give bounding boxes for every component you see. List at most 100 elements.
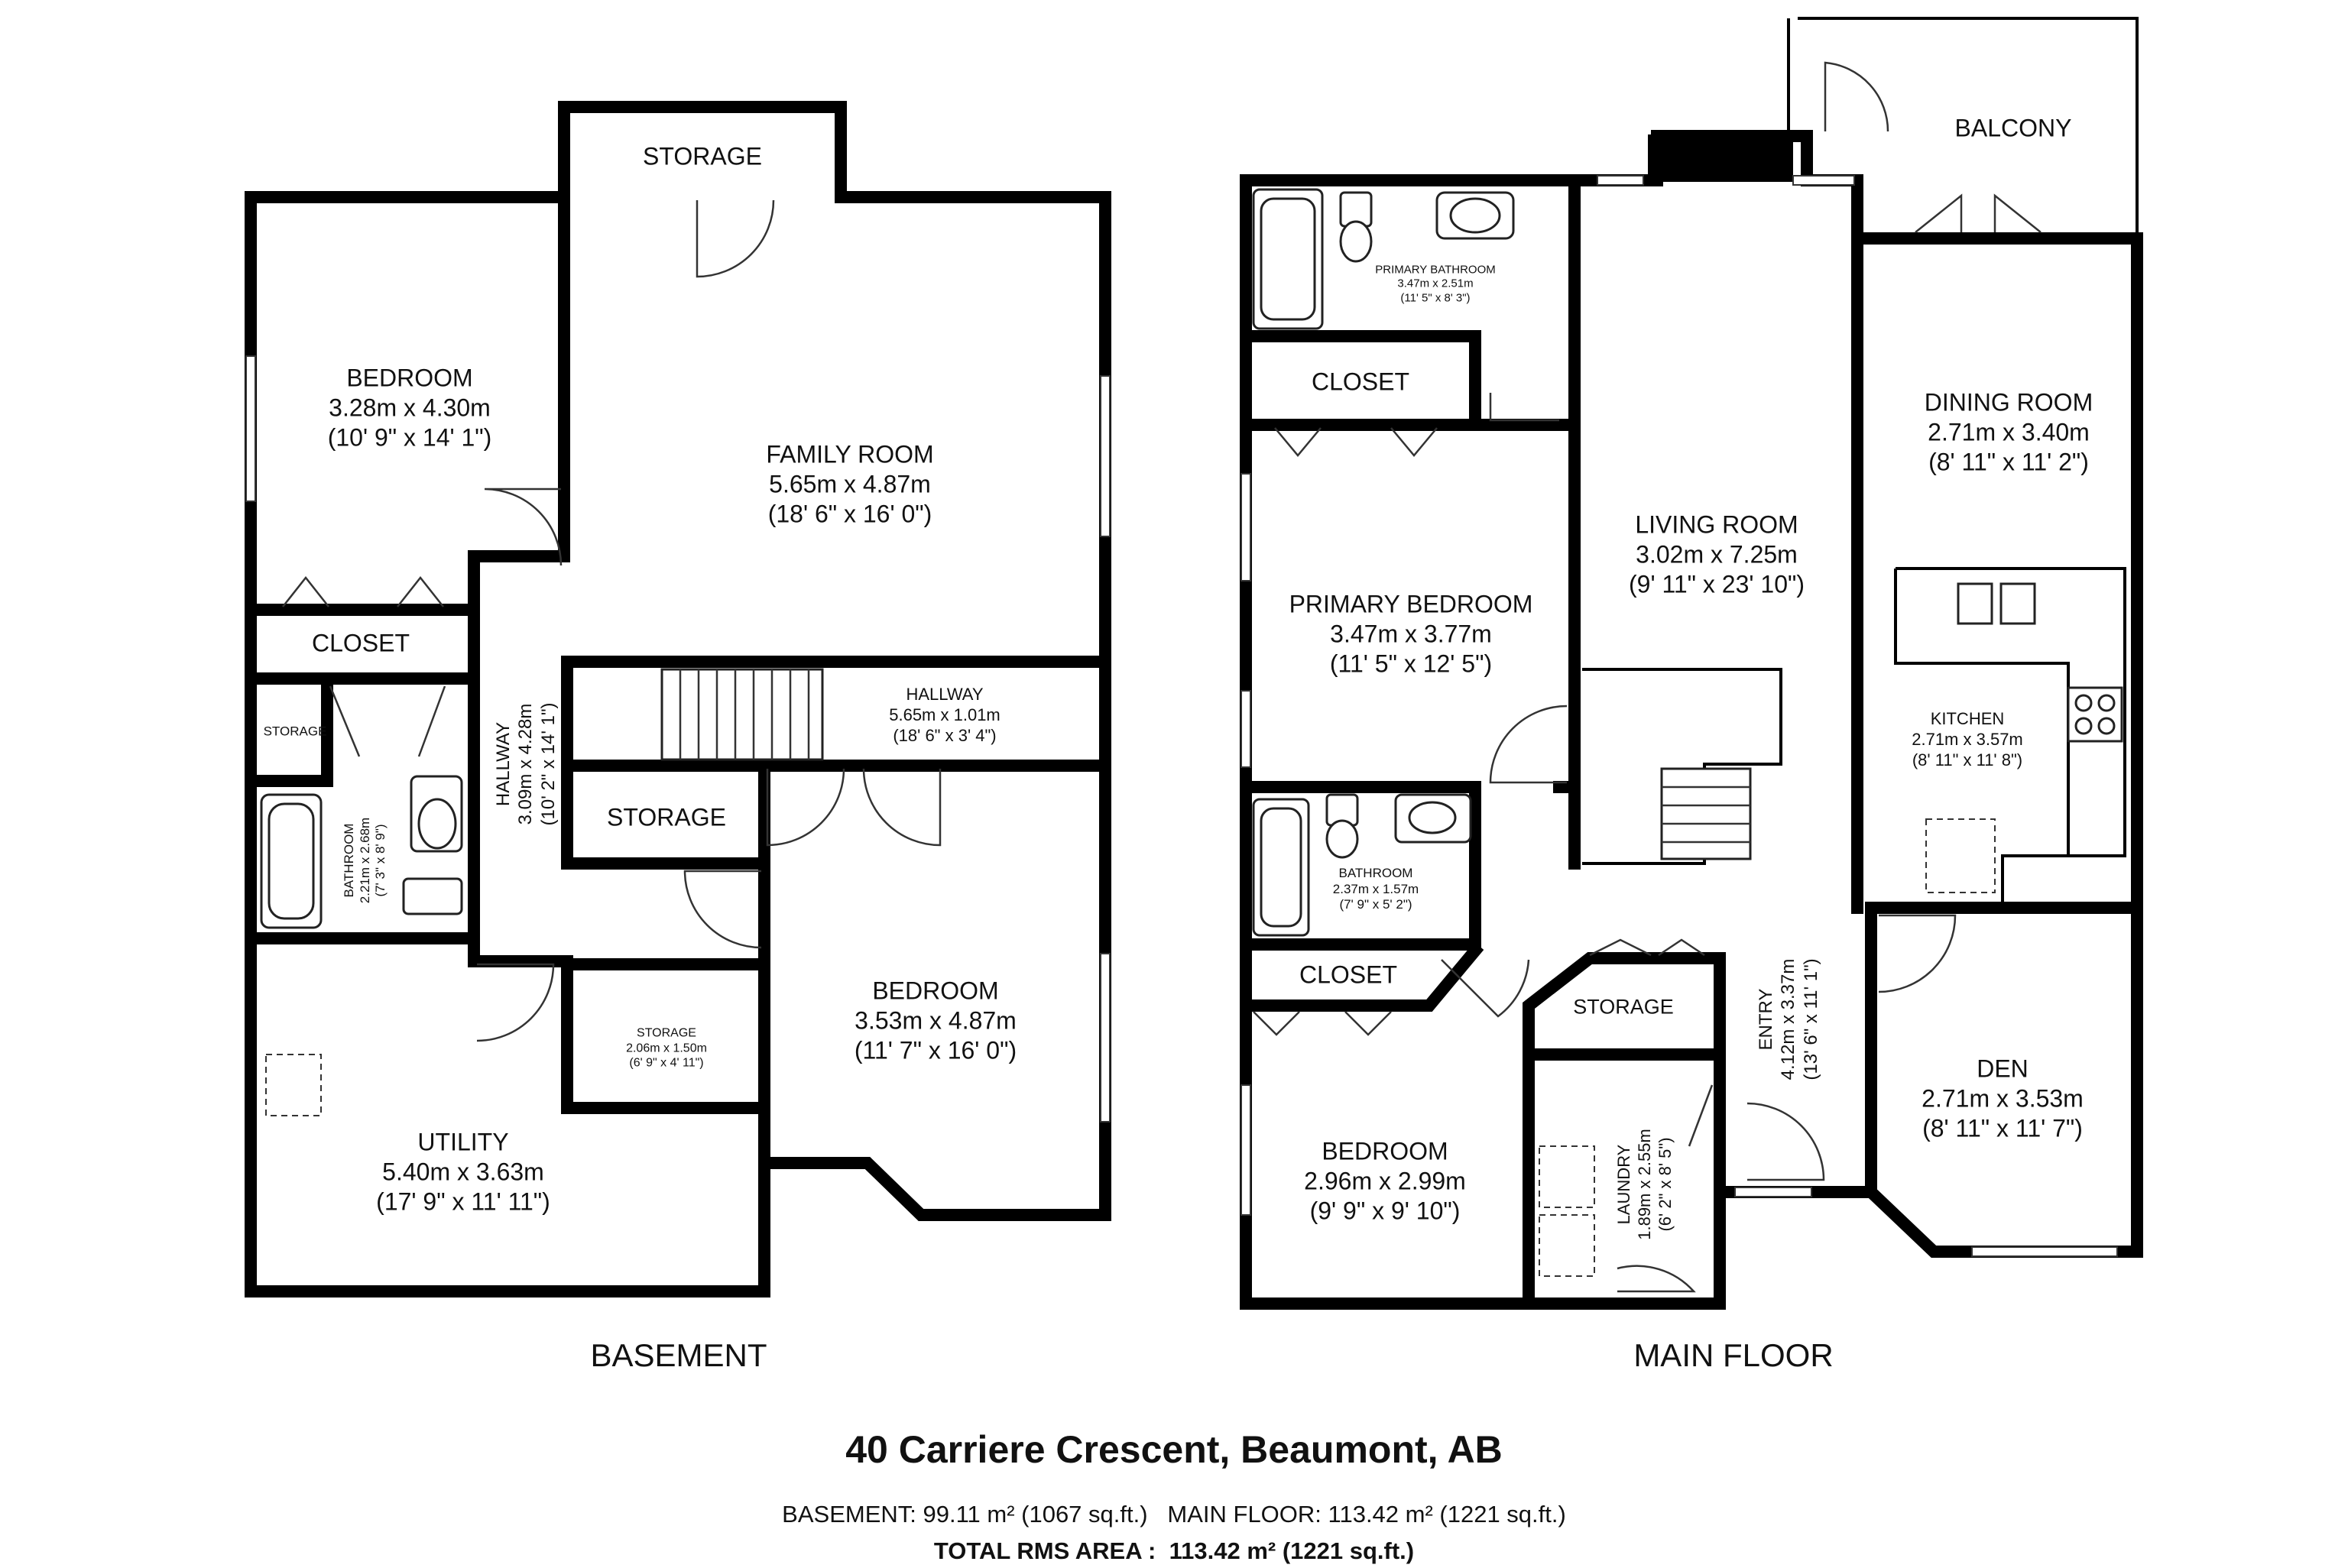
basement-storage-top-label: STORAGE xyxy=(643,141,762,171)
room-name: BATHROOM xyxy=(1338,865,1413,880)
room-metric: 1.89m x 2.55m xyxy=(1634,1129,1654,1240)
main-closet-low-wall xyxy=(1240,941,1484,1012)
basement-title: BASEMENT xyxy=(590,1337,767,1373)
main-floor-plan xyxy=(1240,17,2143,1310)
room-metric: 2.71m x 3.40m xyxy=(1928,418,2090,446)
room-metric: 4.12m x 3.37m xyxy=(1778,958,1799,1080)
room-imperial: (17' 9" x 11' 11") xyxy=(376,1187,550,1216)
main-kitchen-stove xyxy=(2067,686,2123,743)
room-metric: 5.65m x 1.01m xyxy=(889,705,1000,724)
main-window xyxy=(1792,175,1855,186)
room-imperial: (9' 9" x 9' 10") xyxy=(1309,1197,1461,1225)
basement-storage-mid-label: STORAGE xyxy=(607,802,726,832)
room-metric: 3.09m x 4.28m xyxy=(515,703,537,825)
property-address: 40 Carriere Crescent, Beaumont, AB xyxy=(845,1428,1503,1471)
basement-family-room-label: FAMILY ROOM 5.65m x 4.87m (18' 6" x 16' … xyxy=(766,439,933,529)
room-name: STORAGE xyxy=(263,724,327,739)
basement-bedroom-divider xyxy=(468,191,570,967)
main-window xyxy=(1240,690,1251,768)
basement-closet-label: CLOSET xyxy=(312,628,410,658)
total-area: TOTAL RMS AREA : 113.42 m² (1221 sq.ft.) xyxy=(933,1537,1415,1564)
main-closet-door xyxy=(1253,1011,1392,1036)
basement-plan xyxy=(245,101,1111,1297)
basement-stairs xyxy=(660,668,824,761)
room-name: PRIMARY BEDROOM xyxy=(1289,590,1533,618)
main-chimney xyxy=(1648,134,1793,182)
main-laundry-label: LAUNDRY 1.89m x 2.55m (6' 2" x 8' 5") xyxy=(1614,1129,1675,1240)
main-primary-sink xyxy=(1435,191,1515,240)
basement-window xyxy=(245,355,256,502)
main-primary-bath-wall xyxy=(1240,330,1581,431)
room-imperial: (13' 6" x 11' 1") xyxy=(1800,958,1821,1080)
room-name: BEDROOM xyxy=(1322,1137,1448,1165)
room-name: DEN xyxy=(1977,1055,2029,1083)
basement-storage-lower-wall xyxy=(561,958,770,1114)
room-imperial: (8' 11" x 11' 2") xyxy=(1928,448,2089,476)
room-name: BALCONY xyxy=(1954,114,2072,142)
main-storage-wall xyxy=(1523,952,1726,1061)
main-window xyxy=(1971,1246,2118,1257)
main-stairs xyxy=(1660,767,1752,860)
main-entry-label: ENTRY 4.12m x 3.37m (13' 6" x 11' 1") xyxy=(1755,958,1822,1080)
main-door-arc xyxy=(1915,193,2042,233)
room-name: PRIMARY BATHROOM xyxy=(1375,263,1496,277)
basement-window xyxy=(1100,375,1111,537)
main-closet-top-label: CLOSET xyxy=(1312,367,1409,397)
basement-bathroom-label: BATHROOM 2.21m x 2.68m (7' 3" x 8' 9") xyxy=(342,818,389,903)
room-metric: 2.71m x 3.57m xyxy=(1912,729,2023,749)
room-name: UTILITY xyxy=(417,1128,509,1156)
main-balcony-railing xyxy=(1787,17,2139,234)
main-laundry-wall xyxy=(1523,1048,1726,1310)
basement-storage-top-wall xyxy=(558,101,847,203)
room-name: LAUNDRY xyxy=(1613,1144,1633,1225)
basement-bath-wall xyxy=(245,672,472,944)
room-imperial: (11' 7" x 16' 0") xyxy=(854,1036,1017,1064)
basement-door-arc xyxy=(862,768,942,847)
room-imperial: (18' 6" x 16' 0") xyxy=(767,500,932,528)
main-dining-room-label: DINING ROOM 2.71m x 3.40m (8' 11" x 11' … xyxy=(1925,387,2093,477)
basement-door-arc xyxy=(696,199,775,278)
room-metric: 5.65m x 4.87m xyxy=(769,470,931,498)
main-door-arc xyxy=(1878,914,1957,993)
main-closet-low-label: CLOSET xyxy=(1299,960,1397,990)
room-name: CLOSET xyxy=(1299,961,1398,989)
room-metric: 3.53m x 4.87m xyxy=(855,1006,1017,1035)
room-metric: 5.40m x 3.63m xyxy=(382,1158,544,1186)
main-bedroom-label: BEDROOM 2.96m x 2.99m (9' 9" x 9' 10") xyxy=(1304,1136,1466,1226)
basement-closet-door xyxy=(282,575,444,607)
main-kitchen-label: KITCHEN 2.71m x 3.57m (8' 11" x 11' 8") xyxy=(1912,709,2023,770)
main-kitchen-sink xyxy=(1957,582,2036,625)
room-imperial: (6' 9" x 4' 11") xyxy=(629,1056,704,1070)
main-bathroom-wall xyxy=(1240,781,1481,951)
main-window xyxy=(1240,1084,1251,1216)
main-floor-title: MAIN FLOOR xyxy=(1633,1337,1834,1373)
main-bathtub xyxy=(1252,798,1310,937)
main-balcony-label: BALCONY xyxy=(1955,113,2072,143)
basement-hallway-vert-label: HALLWAY 3.09m x 4.28m (10' 2" x 14' 1") xyxy=(492,703,559,826)
main-window xyxy=(1597,175,1644,186)
basement-closet-wall xyxy=(245,604,480,685)
room-metric: 2.71m x 3.53m xyxy=(1922,1084,2084,1113)
main-primary-bathtub xyxy=(1252,188,1324,330)
main-primary-bedroom-label: PRIMARY BEDROOM 3.47m x 3.77m (11' 5" x … xyxy=(1289,589,1533,679)
room-metric: 3.02m x 7.25m xyxy=(1636,540,1798,569)
room-imperial: (18' 6" x 3' 4") xyxy=(893,725,997,745)
room-metric: 2.21m x 2.68m xyxy=(357,817,372,904)
main-primary-toilet xyxy=(1339,191,1373,263)
basement-bathtub xyxy=(260,793,323,929)
basement-utility-label: UTILITY 5.40m x 3.63m (17' 9" x 11' 11") xyxy=(376,1127,550,1216)
room-name: STORAGE xyxy=(637,1026,696,1040)
main-bath-toilet xyxy=(1325,793,1359,859)
room-metric: 3.28m x 4.30m xyxy=(329,394,491,422)
main-laundry-washer xyxy=(1539,1145,1595,1208)
main-door-arc xyxy=(1824,61,1889,132)
main-primary-bath-label: PRIMARY BATHROOM 3.47m x 2.51m (11' 5" x… xyxy=(1375,264,1496,306)
floor-areas: BASEMENT: 99.11 m² (1067 sq.ft.) MAIN FL… xyxy=(782,1501,1566,1528)
basement-door-arc xyxy=(766,768,845,847)
main-den-wall xyxy=(1865,902,2143,1198)
room-name: STORAGE xyxy=(643,142,762,170)
room-name: HALLWAY xyxy=(493,721,514,807)
room-name: BEDROOM xyxy=(872,977,999,1005)
basement-door-arc xyxy=(476,963,555,1042)
room-metric: 2.96m x 2.99m xyxy=(1304,1167,1466,1195)
